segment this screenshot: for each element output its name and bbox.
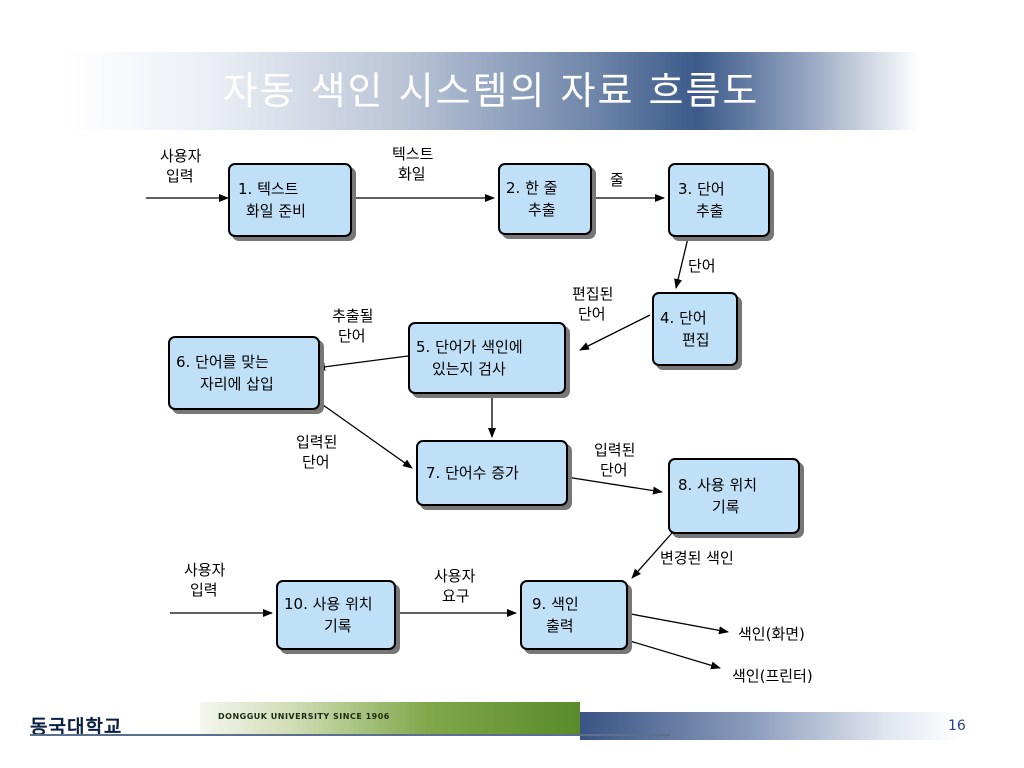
process-box-2: 2. 한 줄 추출: [498, 163, 592, 235]
title-band: [62, 52, 920, 130]
process-box-9: 9. 색인 출력: [520, 580, 628, 650]
footer-divider: [30, 734, 670, 736]
label-extracted-word-line-1: 추출될: [332, 307, 374, 325]
box-7-line-1: 7. 단어수 증가: [426, 464, 519, 482]
label-text-file-line-2: 화일: [398, 165, 426, 183]
label-user-input-top-line-1: 사용자: [160, 147, 202, 165]
slide-title: 자동 색인 시스템의 자료 흐름도: [222, 69, 760, 113]
box-5-line-1: 5. 단어가 색인에: [416, 338, 523, 356]
label-extracted-word-line-2: 단어: [338, 327, 366, 345]
label-user-input-top-line-2: 입력: [166, 167, 194, 185]
label-edited-word-line-2: 단어: [578, 305, 606, 323]
process-box-1: 1. 텍스트 화일 준비: [228, 163, 352, 237]
label-user-input-bottom-line-2: 입력: [190, 581, 218, 599]
box-8-line-1: 8. 사용 위치: [678, 476, 758, 494]
box-4-line-1: 4. 단어: [660, 309, 707, 327]
label-entered-word-left: 입력된 단어: [296, 432, 337, 472]
label-user-request-line-2: 요구: [442, 587, 470, 605]
label-entered-word-left-line-1: 입력된: [296, 433, 338, 451]
label-index-printer: 색인(프린터): [732, 667, 813, 685]
box-10-line-2: 기록: [324, 617, 352, 635]
arrow-5-to-6: [315, 355, 409, 371]
box-5-line-2: 있는지 검사: [432, 360, 506, 378]
box-9-line-2: 출력: [546, 617, 574, 635]
process-box-10: 10. 사용 위치 기록: [276, 580, 396, 650]
label-user-input-bottom: 사용자 입력: [184, 560, 225, 600]
box-1-line-1: 1. 텍스트: [238, 180, 299, 198]
process-box-4: 4. 단어 편집: [652, 292, 738, 366]
arrow-9-to-printer: [619, 637, 721, 670]
arrow-3-to-4: [674, 237, 689, 289]
process-box-7: 7. 단어수 증가: [416, 440, 568, 506]
label-text-file: 텍스트 화일: [392, 144, 433, 184]
label-word-3-4: 단어: [688, 257, 716, 275]
arrow-7-to-8: [559, 475, 663, 495]
label-edited-word-line-1: 편집된: [572, 285, 614, 303]
label-changed-index: 변경된 색인: [660, 549, 734, 567]
arrow-4-to-5: [579, 314, 651, 351]
box-2-line-1: 2. 한 줄: [506, 179, 558, 197]
arrow-6-to-7: [315, 399, 413, 469]
process-box-3: 3. 단어 추출: [668, 163, 770, 237]
box-3-line-1: 3. 단어: [678, 180, 725, 198]
box-3-line-2: 추출: [696, 202, 724, 220]
box-1-line-2: 화일 준비: [246, 202, 306, 220]
box-6-line-2: 자리에 삽입: [200, 375, 274, 393]
label-text-file-line-1: 텍스트: [392, 145, 434, 163]
process-box-6: 6. 단어를 맞는 자리에 삽입: [168, 336, 320, 410]
label-entered-word-left-line-2: 단어: [302, 453, 330, 471]
label-user-request: 사용자 요구: [434, 566, 475, 606]
label-user-request-line-1: 사용자: [434, 567, 476, 585]
label-user-input-bottom-line-1: 사용자: [184, 561, 226, 579]
box-4-line-2: 편집: [682, 331, 710, 349]
university-logo: 동국대학교: [30, 716, 123, 738]
label-index-screen: 색인(화면): [738, 625, 805, 643]
label-user-input-top: 사용자 입력: [160, 146, 201, 186]
label-extracted-word: 추출될 단어: [332, 306, 373, 346]
label-entered-word-right-line-1: 입력된: [594, 441, 636, 459]
arrow-9-to-screen: [619, 611, 729, 635]
arrow-8-to-9: [631, 532, 673, 579]
process-box-8: 8. 사용 위치 기록: [668, 458, 800, 534]
box-6-line-1: 6. 단어를 맞는: [176, 353, 269, 371]
process-box-5: 5. 단어가 색인에 있는지 검사: [408, 322, 566, 394]
box-10-line-1: 10. 사용 위치: [284, 595, 373, 613]
footer-green-band: [200, 702, 580, 734]
label-entered-word-right-line-2: 단어: [600, 461, 628, 479]
label-line: 줄: [610, 171, 624, 189]
box-9-line-1: 9. 색인: [532, 595, 579, 613]
page-number: 16: [948, 718, 966, 734]
box-2-line-2: 추출: [528, 201, 556, 219]
box-8-line-2: 기록: [712, 498, 740, 516]
label-entered-word-right: 입력된 단어: [594, 440, 635, 480]
footer-tagline: DONGGUK UNIVERSITY SINCE 1906: [218, 712, 390, 721]
label-edited-word: 편집된 단어: [572, 284, 613, 324]
